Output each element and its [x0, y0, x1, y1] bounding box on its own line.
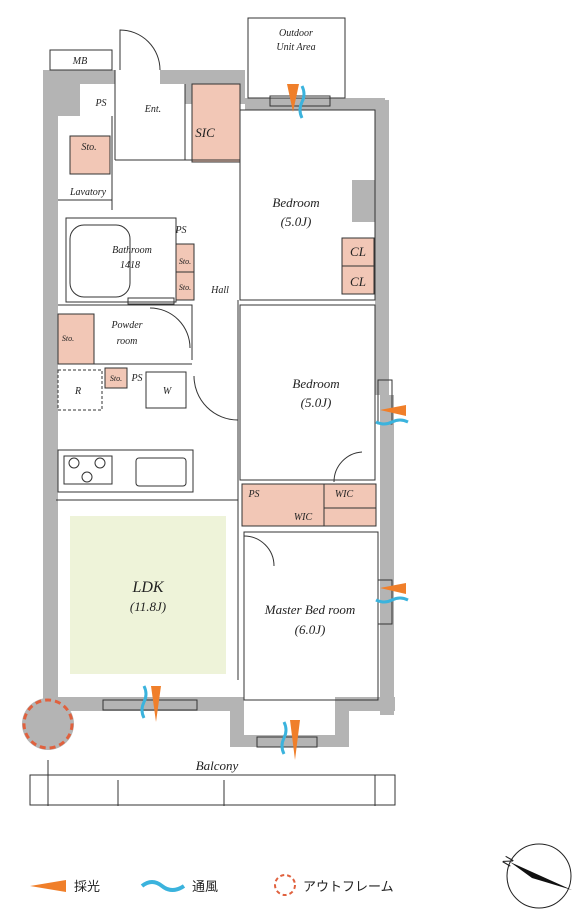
outframe-marker [22, 698, 74, 750]
mb-label: MB [72, 56, 87, 67]
ventilation-markers [140, 85, 409, 755]
ldk-label: LDK [131, 579, 164, 596]
bedroom1-size-label: (5.0J) [281, 214, 312, 229]
ldk-size-label: (11.8J) [130, 599, 166, 614]
bathroom-label: Bathroom [112, 245, 152, 256]
ps-entry-label: PS [94, 98, 106, 109]
bedroom1-label: Bedroom [272, 195, 319, 210]
legend: 採光 通風 アウトフレーム [30, 874, 394, 896]
ps-laundry-label: PS [130, 373, 142, 384]
hall-label: Hall [210, 285, 229, 296]
legend-outframe-icon [274, 874, 296, 896]
ps-wic-label: PS [247, 489, 259, 500]
cl2-label: CL [350, 274, 366, 289]
wic1-label: WIC [335, 489, 354, 500]
interior-lines [29, 17, 396, 806]
sic-label: SIC [195, 125, 215, 140]
master-label: Master Bed room [264, 602, 356, 617]
legend-ventilation-label: 通風 [192, 880, 218, 895]
legend-daylight-icon [30, 880, 66, 892]
sto-powder-label: Sto. [62, 334, 74, 343]
wic2-label: WIC [294, 512, 313, 523]
washer-label: W [163, 386, 173, 397]
lavatory-label: Lavatory [69, 187, 107, 198]
entrance-label: Ent. [144, 104, 161, 115]
outer-walls [43, 70, 395, 747]
cl1-label: CL [350, 244, 366, 259]
sto-hall-1-label: Sto. [179, 257, 191, 266]
ps-bath-label: PS [174, 225, 186, 236]
daylight-markers [151, 84, 406, 760]
balcony-label: Balcony [196, 758, 239, 773]
legend-ventilation-icon [140, 880, 186, 892]
legend-outframe-label: アウトフレーム [303, 880, 394, 895]
bedroom2-size-label: (5.0J) [301, 395, 332, 410]
bathroom-size-label: 1418 [120, 260, 140, 271]
ldk-floor [70, 516, 226, 674]
outdoor-unit-label-2: Unit Area [276, 42, 315, 53]
master-size-label: (6.0J) [295, 622, 326, 637]
sto-small-label: Sto. [110, 374, 122, 383]
sto-lavatory-label: Sto. [81, 142, 96, 153]
compass-icon: N [499, 843, 572, 909]
bedroom2-label: Bedroom [292, 376, 339, 391]
powder-label-1: Powder [110, 320, 142, 331]
sto-hall-2-label: Sto. [179, 283, 191, 292]
legend-daylight-label: 採光 [74, 880, 100, 895]
outdoor-unit-label-1: Outdoor [279, 28, 313, 39]
powder-label-2: room [117, 336, 138, 347]
fridge-label: R [74, 386, 81, 397]
